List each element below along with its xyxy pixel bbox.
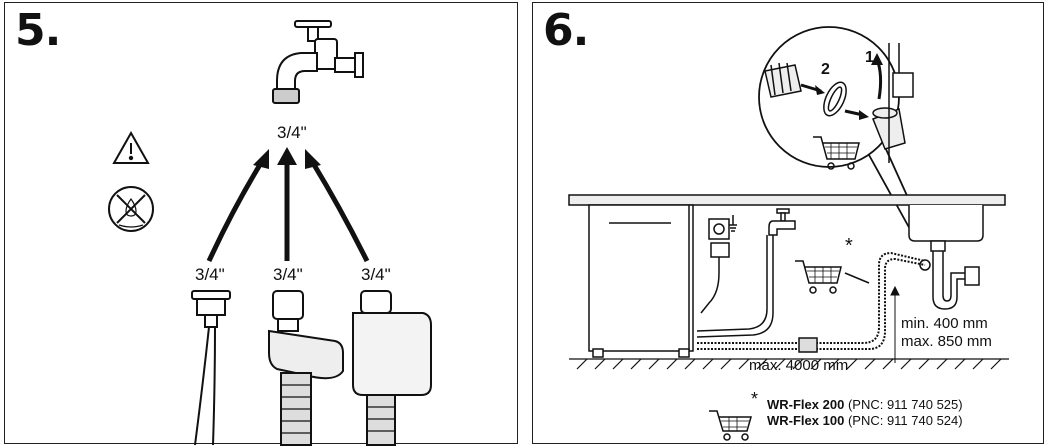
plain-hose-icon	[191, 290, 231, 446]
aquastop-hose-icon	[268, 290, 344, 446]
accessory-name: WR-Flex 100	[767, 413, 845, 428]
height-dimension	[890, 285, 900, 363]
no-water-icon	[108, 186, 154, 232]
step-6-panel: 6.	[532, 2, 1044, 444]
accessory-pnc: (PNC: 911 740 525)	[847, 397, 963, 412]
accessory-name: WR-Flex 200	[767, 397, 845, 412]
cart-icon	[795, 260, 870, 294]
inlet-hose	[696, 235, 774, 338]
worktop	[568, 194, 1006, 206]
drain-hose	[697, 251, 926, 350]
step-6-illustration	[568, 26, 1009, 441]
hose-2-thread-label: 3/4"	[273, 265, 303, 284]
floor	[569, 358, 1009, 370]
legend-marker: *	[751, 389, 759, 409]
step-5-panel: 5.	[4, 2, 518, 446]
max-length-label: max. 4000 mm	[749, 357, 849, 374]
accessory-legend: WR-Flex 200 (PNC: 911 740 525) WR-Flex 1…	[767, 397, 963, 429]
hose-1-thread-label: 3/4"	[195, 265, 225, 284]
min-height-label: min. 400 mm	[901, 315, 988, 332]
aquasafe-hose-icon	[352, 290, 432, 446]
zoom-callout-1: 1	[865, 49, 874, 66]
step-5-number: 5.	[15, 5, 61, 56]
step-5-illustration	[108, 20, 432, 446]
accessory-row: WR-Flex 100 (PNC: 911 740 524)	[767, 413, 963, 429]
faucet-icon	[272, 20, 364, 104]
power-cable	[700, 242, 730, 314]
siphon-icon	[919, 251, 980, 310]
step-6-number: 6.	[543, 5, 589, 56]
hose-extension	[798, 337, 818, 353]
cart-zoom-icon	[813, 136, 860, 170]
dishwasher-icon	[588, 204, 694, 358]
arrow-2-head	[815, 85, 825, 95]
socket-icon	[708, 215, 737, 240]
connection-arrows	[206, 161, 370, 263]
tap-thread-label: 3/4"	[277, 123, 307, 142]
accessory-row: WR-Flex 200 (PNC: 911 740 525)	[767, 397, 963, 413]
arrow-heads	[253, 147, 321, 169]
hose-end-icon	[764, 62, 802, 98]
hose-3-thread-label: 3/4"	[361, 265, 391, 284]
arrow-1-head	[871, 53, 883, 65]
warning-icon	[112, 130, 150, 164]
accessory-marker: *	[845, 235, 853, 257]
adapter-ring-icon	[823, 81, 847, 117]
accessory-pnc: (PNC: 911 740 524)	[847, 413, 963, 428]
sink-icon	[908, 205, 984, 252]
legend-cart-icon	[709, 410, 752, 441]
max-height-label: max. 850 mm	[901, 333, 992, 350]
water-tap-icon	[768, 208, 796, 236]
zoom-wall-bracket	[888, 43, 914, 163]
arrow-3-head	[859, 110, 869, 120]
zoom-callout-2: 2	[821, 61, 830, 78]
